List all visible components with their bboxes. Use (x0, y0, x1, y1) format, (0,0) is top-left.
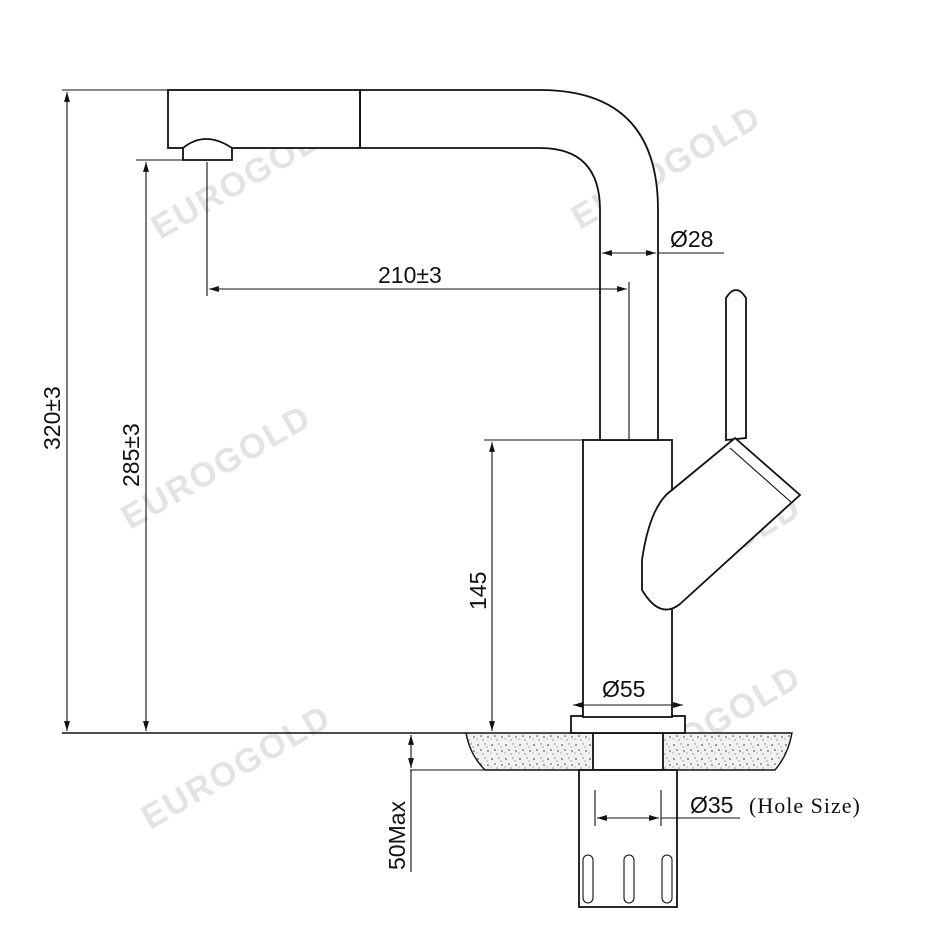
dim-hole-note: (Hole Size) (749, 793, 861, 818)
dim-reach: 210±3 (206, 162, 630, 440)
dim-base-diameter-label: Ø55 (602, 676, 645, 702)
mounting-shank (578, 732, 678, 908)
aerator (182, 138, 233, 161)
dim-body-height: 145 (465, 439, 583, 731)
dim-total-height-label: 320±3 (39, 386, 65, 450)
countertop (62, 732, 793, 771)
dim-body-height-label: 145 (465, 572, 491, 610)
dim-hole-diameter: Ø35 (Hole Size) (594, 790, 861, 826)
dim-pipe-diameter: Ø28 (602, 226, 724, 256)
handle-lever (641, 289, 802, 611)
dim-hole-diameter-label: Ø35 (690, 792, 733, 818)
dim-spout-height: 285±3 (118, 159, 183, 731)
dim-mount-thickness-label: 50Max (384, 800, 410, 870)
dim-total-height: 320±3 (39, 89, 168, 731)
dim-reach-label: 210±3 (378, 262, 442, 288)
dim-mount-thickness: 50Max (384, 735, 485, 872)
dim-pipe-diameter-label: Ø28 (670, 226, 713, 252)
dim-spout-height-label: 285±3 (118, 423, 144, 487)
base-plate (570, 715, 686, 734)
watermark-text: EUROGOLD (115, 398, 318, 537)
spout-pipe (167, 89, 659, 441)
dim-base-diameter: Ø55 (573, 676, 683, 708)
watermark-text: EUROGOLD (135, 698, 338, 837)
